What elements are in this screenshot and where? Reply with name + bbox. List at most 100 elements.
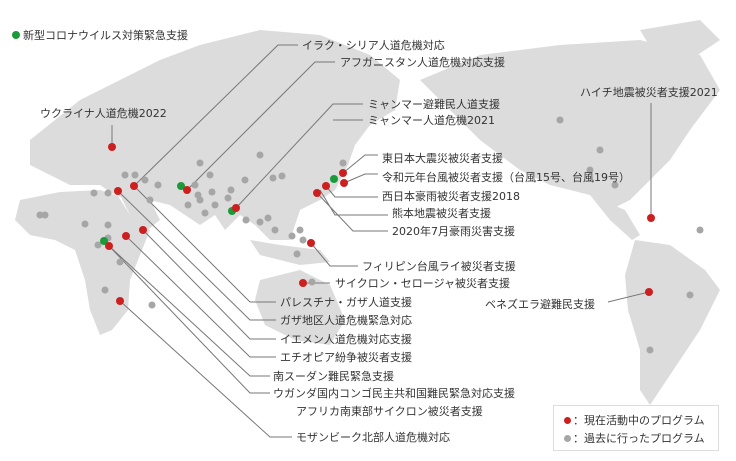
past-program-marker xyxy=(104,221,112,229)
active-program-marker[interactable] xyxy=(116,297,124,305)
past-program-marker xyxy=(308,278,316,286)
past-program-marker xyxy=(264,214,272,222)
label-seroja[interactable]: サイクロン・セロージャ被災者支援 xyxy=(335,277,511,290)
legend-active: ：現在活動中のプログラム xyxy=(564,411,718,429)
label-east-japan[interactable]: 東日本大震災被災者支援 xyxy=(382,152,503,165)
leader-line xyxy=(125,235,276,358)
eurasia xyxy=(30,30,400,240)
label-yemen[interactable]: イエメン人道危機対応支援 xyxy=(280,333,412,346)
active-program-marker[interactable] xyxy=(183,186,191,194)
label-haiti[interactable]: ハイチ地震被災者支援2021 xyxy=(580,86,718,99)
active-program-marker[interactable] xyxy=(339,169,347,177)
africa xyxy=(15,190,150,335)
past-program-marker xyxy=(269,174,277,182)
active-program-marker[interactable] xyxy=(114,187,122,195)
label-palestine[interactable]: パレスチナ・ガザ人道支援 xyxy=(280,296,412,309)
leader-line xyxy=(108,245,270,377)
past-program-marker xyxy=(90,189,98,197)
leader-line xyxy=(133,185,276,303)
label-myanmar-2021[interactable]: ミャンマー人道危機2021 xyxy=(368,114,495,127)
label-uganda[interactable]: ウガンダ国内コンゴ民主共和国難民緊急対応支援 xyxy=(273,387,515,400)
past-program-marker xyxy=(196,159,204,167)
leader-line xyxy=(117,190,276,321)
covid-program-marker[interactable] xyxy=(177,182,185,190)
green-dot-icon xyxy=(12,31,20,39)
label-ukraine[interactable]: ウクライナ人道危機2022 xyxy=(40,107,167,120)
past-program-marker xyxy=(686,291,694,299)
label-reiwa-typhoon[interactable]: 令和元年台風被災者支援（台風15号、台風19号） xyxy=(382,171,630,184)
past-program-marker xyxy=(611,181,619,189)
red-dot-icon xyxy=(564,416,571,424)
active-program-marker[interactable] xyxy=(299,279,307,287)
leader-line xyxy=(186,61,335,191)
active-program-marker[interactable] xyxy=(313,189,321,197)
past-program-marker xyxy=(224,194,232,202)
label-south-sudan[interactable]: 南スーダン難民緊急支援 xyxy=(273,370,394,383)
past-program-marker xyxy=(299,236,307,244)
active-program-marker[interactable] xyxy=(108,143,116,151)
leader-line xyxy=(319,189,388,216)
label-rain-2020[interactable]: 2020年7月豪雨災害支援 xyxy=(392,225,515,238)
leader-line xyxy=(108,245,270,394)
leader-line xyxy=(342,154,378,174)
label-afghanistan[interactable]: アフガニスタン人道危機対応支援 xyxy=(340,56,505,69)
label-iraq-syria[interactable]: イラク・シリア人道危機対応 xyxy=(302,39,445,52)
past-program-marker xyxy=(288,232,296,240)
covid-program-marker[interactable] xyxy=(100,237,108,245)
label-west-japan[interactable]: 西日本豪雨被災者支援2018 xyxy=(382,190,520,203)
covid-program-marker[interactable] xyxy=(330,175,338,183)
past-program-marker xyxy=(146,196,154,204)
leader-lines xyxy=(108,44,652,438)
program-markers xyxy=(36,116,704,354)
past-program-marker xyxy=(121,171,129,179)
active-program-marker[interactable] xyxy=(130,182,138,190)
past-program-marker xyxy=(104,189,112,197)
active-program-marker[interactable] xyxy=(122,232,130,240)
past-program-marker xyxy=(339,159,347,167)
label-gaza[interactable]: ガザ地区人道危機緊急対応 xyxy=(280,314,412,327)
past-program-marker xyxy=(278,172,286,180)
past-program-marker xyxy=(184,201,192,209)
past-program-marker xyxy=(196,196,204,204)
label-myanmar-refugee[interactable]: ミャンマー避難民人道支援 xyxy=(368,98,500,111)
past-program-marker xyxy=(36,211,44,219)
label-kumamoto[interactable]: 熊本地震被災者支援 xyxy=(392,207,491,220)
past-program-marker xyxy=(242,216,250,224)
marker-legend: ：現在活動中のプログラム ：過去に行ったプログラム xyxy=(553,405,719,451)
north-america xyxy=(420,40,720,210)
central-america xyxy=(590,195,640,240)
leader-line xyxy=(343,173,378,184)
past-program-marker xyxy=(556,116,564,124)
past-program-marker xyxy=(211,201,219,209)
active-program-marker[interactable] xyxy=(139,226,147,234)
covid-legend-label: 新型コロナウイルス対策緊急支援 xyxy=(23,29,188,42)
legend-past-label: ：過去に行ったプログラム xyxy=(573,432,705,445)
leader-line xyxy=(133,44,298,187)
leader-line xyxy=(310,242,358,267)
active-program-marker[interactable] xyxy=(307,239,315,247)
legend-past: ：過去に行ったプログラム xyxy=(564,429,718,447)
active-program-marker[interactable] xyxy=(232,204,240,212)
past-program-marker xyxy=(227,186,235,194)
leader-line xyxy=(607,291,650,303)
label-africa-se[interactable]: アフリカ南東部サイクロン被災者支援 xyxy=(296,405,483,418)
past-program-marker xyxy=(241,176,249,184)
active-program-marker[interactable] xyxy=(105,242,113,250)
legend-active-label: ：現在活動中のプログラム xyxy=(573,414,705,427)
label-venezuela[interactable]: ベネズエラ避難民支援 xyxy=(485,298,595,311)
active-program-marker[interactable] xyxy=(645,288,653,296)
active-program-marker[interactable] xyxy=(340,179,348,187)
past-program-marker xyxy=(296,226,304,234)
label-philippines[interactable]: フィリピン台風ライ被災者支援 xyxy=(362,260,516,273)
label-mozambique[interactable]: モザンビーク北部人道危機対応 xyxy=(296,431,450,444)
past-program-marker xyxy=(293,250,301,258)
past-program-marker xyxy=(646,346,654,354)
active-program-marker[interactable] xyxy=(647,214,655,222)
label-ethiopia[interactable]: エチオピア紛争被災者支援 xyxy=(280,351,412,364)
active-program-marker[interactable] xyxy=(322,182,330,190)
past-program-marker xyxy=(101,286,109,294)
greenland xyxy=(640,20,720,60)
australia xyxy=(255,270,345,345)
past-program-marker xyxy=(148,301,156,309)
